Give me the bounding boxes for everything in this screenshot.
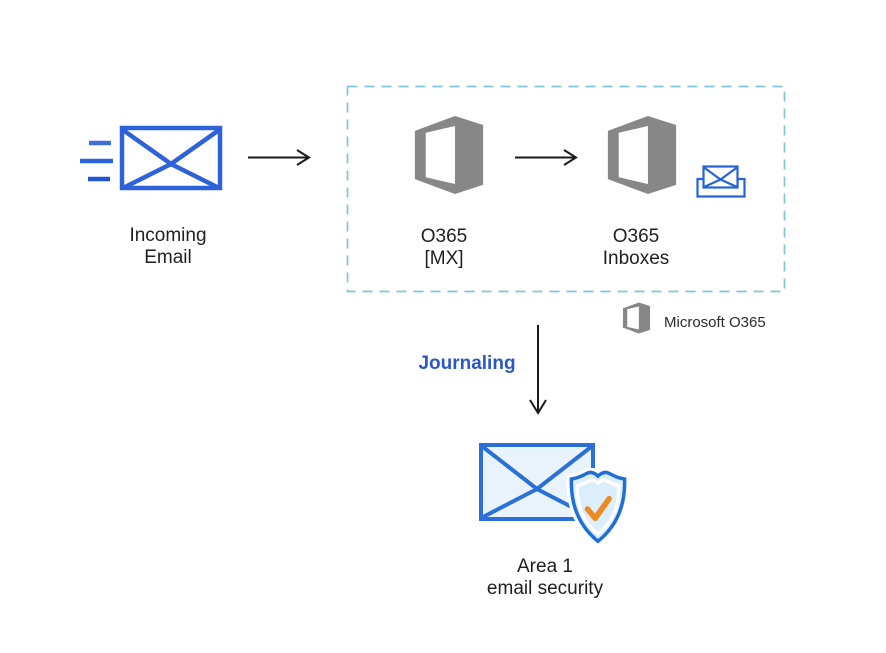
microsoft-o365-legend-label: Microsoft O365 — [664, 314, 766, 331]
o365-mx-label: O365 [MX] — [374, 226, 514, 270]
area1-label-line1: Area 1 — [517, 556, 573, 577]
area1-label-line2: email security — [486, 578, 604, 599]
envelope-in-tray-icon — [696, 165, 746, 198]
office365-inboxes-icon — [603, 112, 681, 198]
arrow-right-icon — [248, 149, 311, 166]
incoming-email-label-line1: Incoming — [129, 225, 207, 246]
office365-mx-icon — [410, 112, 488, 198]
arrow-down-icon — [529, 325, 547, 415]
incoming-email-label: Incoming Email — [88, 225, 248, 269]
journaling-label: Journaling — [418, 353, 516, 374]
o365-mx-label-line2: [MX] — [424, 248, 464, 269]
shield-check-icon — [566, 468, 630, 546]
o365-inboxes-label-line2: Inboxes — [602, 248, 670, 269]
arrow-right-icon — [515, 149, 578, 166]
incoming-email-label-line2: Email — [144, 247, 192, 268]
envelope-shield-check-icon — [479, 443, 630, 546]
o365-inboxes-label-line1: O365 — [612, 226, 660, 247]
o365-boundary-box — [346, 85, 786, 293]
check-mark-icon — [584, 495, 612, 521]
o365-inboxes-label: O365 Inboxes — [566, 226, 706, 270]
o365-mx-label-line1: O365 — [420, 226, 468, 247]
microsoft-o365-legend-icon — [621, 301, 652, 335]
area1-label: Area 1 email security — [455, 556, 635, 600]
incoming-email-icon — [80, 125, 223, 191]
